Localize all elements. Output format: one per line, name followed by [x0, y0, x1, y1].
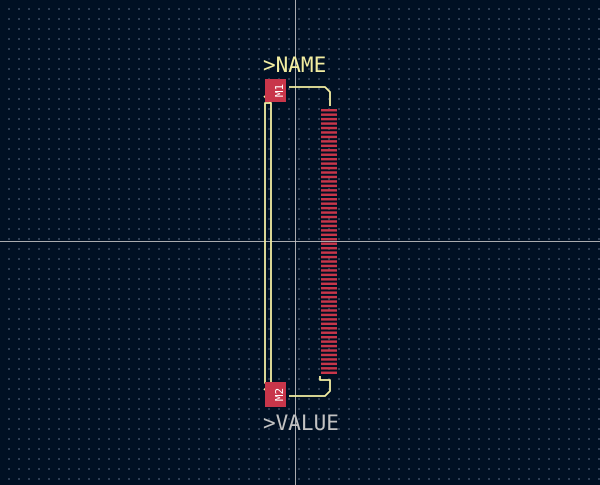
mount-pad-m1[interactable]: M1: [265, 79, 286, 102]
signal-pad[interactable]: [321, 135, 337, 139]
signal-pad[interactable]: [321, 189, 337, 192]
signal-pad[interactable]: [321, 153, 337, 156]
signal-pad[interactable]: [321, 193, 337, 196]
signal-pad[interactable]: [321, 149, 337, 152]
signal-pad-row: [321, 109, 337, 374]
signal-pad[interactable]: [321, 131, 337, 134]
signal-pad[interactable]: [321, 313, 337, 317]
signal-pad[interactable]: [321, 362, 337, 366]
signal-pad[interactable]: [321, 309, 337, 312]
signal-pad[interactable]: [321, 242, 337, 245]
signal-pad[interactable]: [321, 220, 337, 223]
signal-pad[interactable]: [321, 184, 337, 188]
signal-pad[interactable]: [321, 295, 337, 299]
signal-pad[interactable]: [321, 238, 337, 241]
signal-pad[interactable]: [321, 215, 337, 219]
signal-pad[interactable]: [321, 300, 337, 303]
signal-pad[interactable]: [321, 211, 337, 214]
signal-pad[interactable]: [321, 260, 337, 263]
signal-pad[interactable]: [321, 273, 337, 277]
reference-text[interactable]: >NAME: [263, 53, 326, 77]
signal-pad[interactable]: [321, 122, 337, 125]
signal-pad[interactable]: [321, 291, 337, 294]
signal-pad[interactable]: [321, 251, 337, 254]
signal-pad[interactable]: [321, 233, 337, 237]
signal-pad[interactable]: [321, 287, 337, 290]
signal-pad[interactable]: [321, 109, 337, 112]
signal-pad[interactable]: [321, 278, 337, 281]
signal-pad[interactable]: [321, 322, 337, 326]
signal-pad[interactable]: [321, 113, 337, 116]
value-text[interactable]: >VALUE: [263, 411, 339, 435]
signal-pad[interactable]: [321, 335, 337, 339]
signal-pad[interactable]: [321, 157, 337, 161]
signal-pad[interactable]: [321, 331, 337, 334]
signal-pad[interactable]: [321, 269, 337, 272]
signal-pad[interactable]: [321, 224, 337, 228]
signal-pad[interactable]: [321, 255, 337, 259]
signal-pad[interactable]: [321, 264, 337, 268]
signal-pad[interactable]: [321, 202, 337, 205]
signal-pad[interactable]: [321, 166, 337, 170]
signal-pad[interactable]: [321, 171, 337, 174]
signal-pad[interactable]: [321, 349, 337, 352]
signal-pad[interactable]: [321, 198, 337, 201]
signal-pad[interactable]: [321, 180, 337, 183]
signal-pad[interactable]: [321, 246, 337, 250]
signal-pad[interactable]: [321, 144, 337, 148]
signal-pad[interactable]: [321, 175, 337, 179]
signal-pad[interactable]: [321, 367, 337, 370]
signal-pad[interactable]: [321, 229, 337, 232]
mount-pad-m2-label: M2: [273, 388, 286, 401]
signal-pad[interactable]: [321, 340, 337, 343]
signal-pad[interactable]: [321, 318, 337, 321]
signal-pad[interactable]: [321, 358, 337, 361]
signal-pad[interactable]: [321, 282, 337, 285]
signal-pad[interactable]: [321, 344, 337, 348]
signal-pad[interactable]: [321, 162, 337, 165]
signal-pad[interactable]: [321, 206, 337, 210]
signal-pad[interactable]: [321, 353, 337, 357]
signal-pad[interactable]: [321, 126, 337, 130]
mount-pad-m1-label: M1: [273, 84, 286, 97]
signal-pad[interactable]: [321, 304, 337, 308]
mount-pad-m2[interactable]: M2: [265, 382, 286, 407]
signal-pad[interactable]: [321, 140, 337, 143]
signal-pad[interactable]: [321, 117, 337, 121]
signal-pad[interactable]: [321, 327, 337, 330]
signal-pad[interactable]: [321, 371, 337, 374]
